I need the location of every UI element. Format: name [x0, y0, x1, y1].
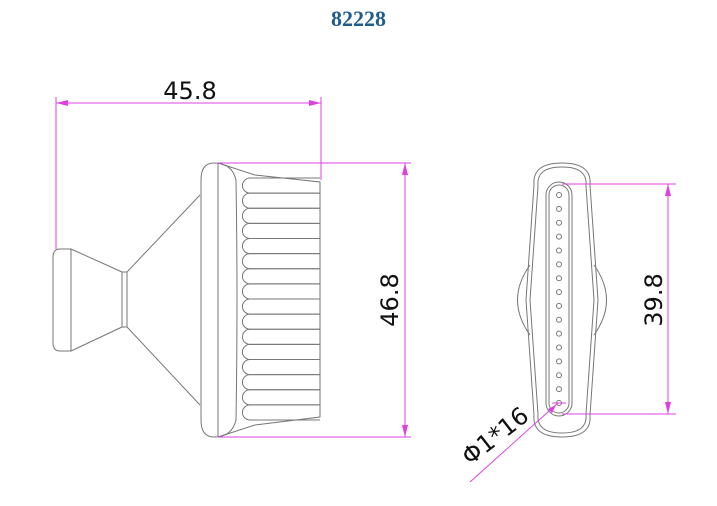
dimension-45-8: 45.8 — [55, 77, 322, 249]
ridge — [242, 389, 320, 406]
ridge — [242, 313, 320, 330]
ridge — [242, 253, 320, 270]
spray-hole — [556, 302, 562, 309]
dimension-39-8: 39.8 — [562, 183, 676, 415]
ridge — [242, 238, 320, 255]
neck-taper — [70, 248, 128, 352]
spray-hole — [556, 344, 562, 351]
spray-hole — [556, 386, 562, 393]
head-rim — [200, 162, 238, 438]
hole-callout-label: Φ1*16 — [456, 401, 534, 470]
ridge — [242, 298, 320, 315]
spray-holes — [556, 192, 562, 406]
side-bulge-right — [593, 264, 607, 336]
spray-hole — [556, 316, 562, 323]
head-body — [217, 162, 321, 438]
spray-slot — [545, 181, 573, 417]
ridge — [242, 283, 320, 300]
spray-hole — [556, 330, 562, 337]
outer-body — [525, 162, 599, 438]
spray-hole — [556, 289, 562, 296]
dimension-label-slot: 39.8 — [640, 273, 668, 326]
base-cap — [52, 248, 72, 352]
spray-hole — [556, 275, 562, 282]
spray-hole — [556, 372, 562, 379]
spray-slot-inner — [548, 184, 570, 414]
side-view — [52, 162, 321, 438]
ridges — [242, 177, 320, 421]
ridge — [242, 192, 320, 209]
ridge — [242, 268, 320, 285]
ridge — [242, 328, 320, 345]
spray-hole — [556, 219, 562, 226]
spray-hole — [556, 192, 562, 198]
hole-callout: Φ1*16 — [456, 401, 566, 483]
ridge — [242, 222, 320, 239]
drawing-title: 82228 — [331, 6, 386, 31]
front-view — [517, 162, 607, 438]
spray-hole — [556, 247, 562, 254]
spray-hole — [556, 358, 562, 365]
ridge — [242, 343, 320, 360]
spray-hole — [556, 205, 562, 212]
dimension-label-width: 45.8 — [163, 77, 216, 105]
ridge — [242, 404, 320, 421]
ridge — [242, 359, 320, 376]
outer-body-inner — [529, 166, 595, 434]
ridge — [242, 207, 320, 224]
dimension-46-8: 46.8 — [218, 162, 411, 438]
spray-hole — [556, 233, 562, 240]
side-bulge-left — [517, 264, 531, 336]
spray-hole — [556, 261, 562, 268]
ridge — [242, 374, 320, 391]
dimension-label-height: 46.8 — [376, 273, 404, 326]
cone — [126, 194, 201, 406]
